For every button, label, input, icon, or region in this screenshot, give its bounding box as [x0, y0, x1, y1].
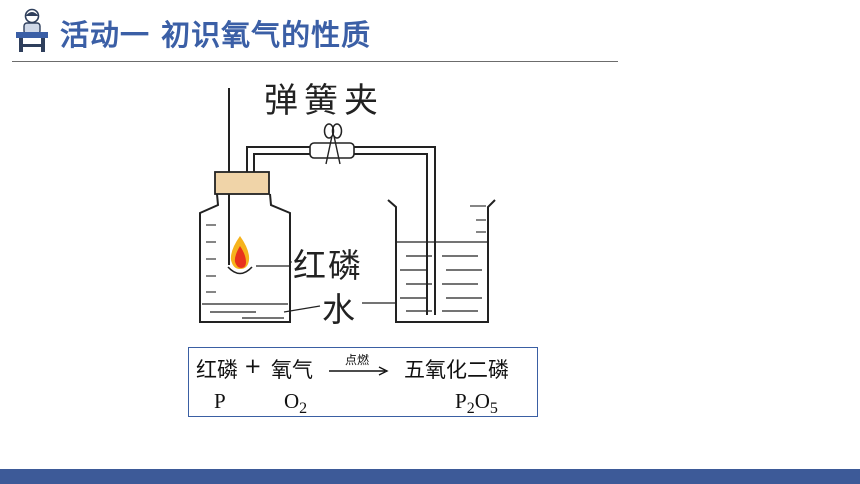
word-equation-box: 红磷 + 氧气 点燃 五氧化二磷 P O2 P2O5 — [188, 347, 538, 417]
footer-bar — [0, 469, 860, 484]
red-phosphorus-experiment-diagram: 弹簧夹 红磷 水 — [199, 81, 496, 329]
formula-oxygen: O2 — [284, 389, 308, 417]
label-clamp: 弹簧夹 — [264, 81, 384, 121]
collecting-bottle — [199, 193, 291, 323]
spring-clamp-icon — [309, 142, 355, 159]
formula-phosphorus: P — [214, 389, 226, 413]
reactant-red-phosphorus: 红磷 — [196, 358, 238, 382]
header-divider — [12, 61, 618, 62]
page-title: 活动一 初识氧气的性质 — [60, 18, 372, 52]
slide-header: 活动一 初识氧气的性质 — [0, 0, 860, 62]
reaction-arrow-icon — [329, 366, 389, 376]
reactant-oxygen: 氧气 — [271, 358, 313, 382]
label-red-phosphorus: 红磷 — [293, 246, 363, 285]
formula-phosphorus-pentoxide: P2O5 — [455, 389, 498, 417]
rubber-stopper — [214, 171, 270, 195]
combustion-spoon — [227, 266, 253, 275]
product-phosphorus-pentoxide: 五氧化二磷 — [404, 358, 509, 382]
reaction-condition: 点燃 — [345, 353, 370, 367]
beaker — [387, 199, 496, 323]
label-water: 水 — [322, 290, 355, 329]
student-at-desk-icon — [16, 8, 48, 52]
plus-sign: + — [244, 354, 262, 378]
